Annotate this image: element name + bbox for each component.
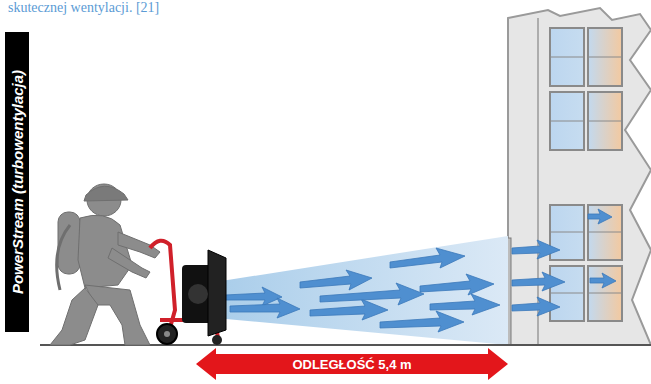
caption-fragment: skutecznej wentylacji. [21] xyxy=(8,0,159,16)
vertical-title: PowerStream (turbowentylacja) xyxy=(9,70,26,294)
air-cone xyxy=(215,236,508,345)
title-band: PowerStream (turbowentylacja) xyxy=(5,32,29,332)
distance-arrow: ODLEGŁOŚĆ 5,4 m xyxy=(196,348,508,380)
ppv-fan xyxy=(150,241,226,345)
arrow-polygon xyxy=(196,348,508,380)
air-arrows xyxy=(225,209,616,332)
distance-label: ODLEGŁOŚĆ 5,4 m xyxy=(292,357,411,372)
firefighter xyxy=(50,184,160,345)
building xyxy=(505,8,651,345)
